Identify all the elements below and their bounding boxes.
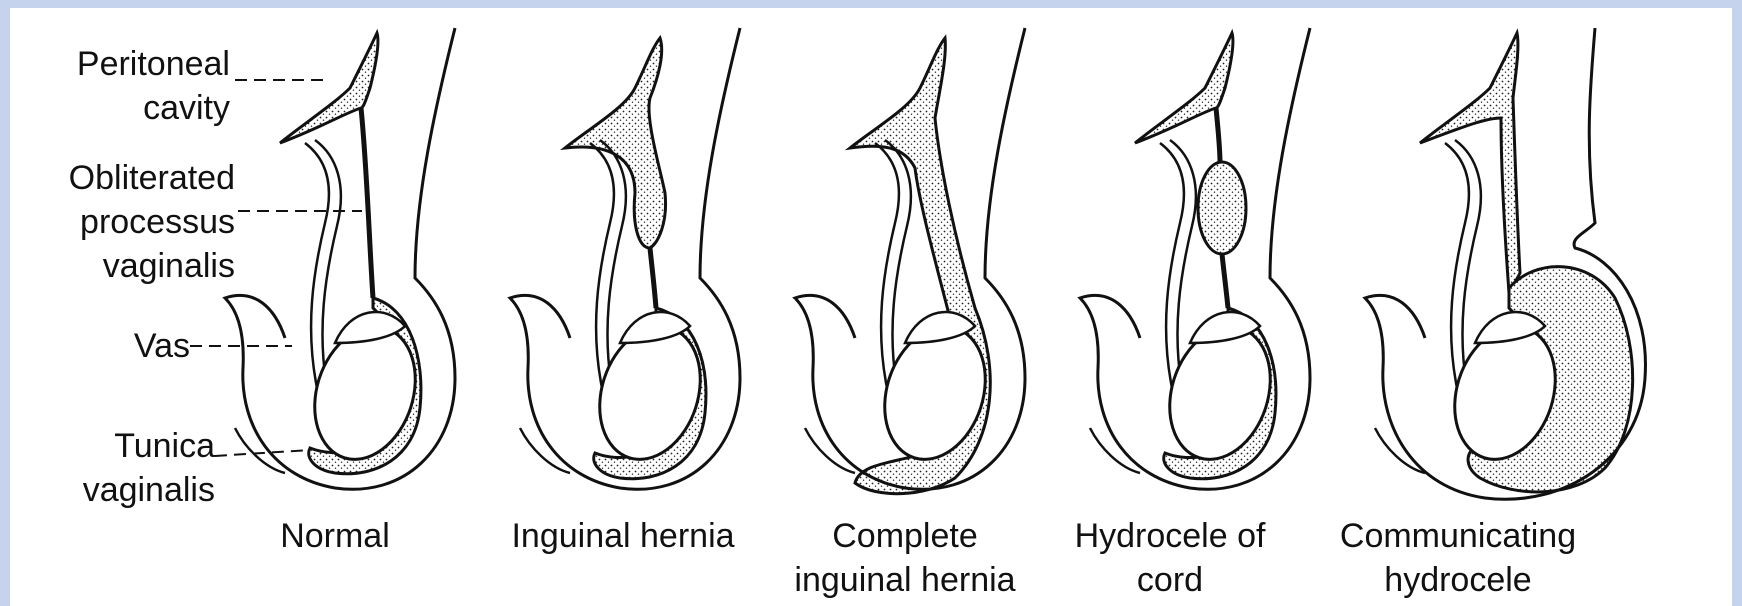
caption-inguinal-hernia-text: Inguinal hernia bbox=[511, 517, 734, 555]
panel-communicating-hydrocele bbox=[1365, 28, 1645, 499]
label-vas: Vas bbox=[80, 324, 190, 368]
leader-tunica bbox=[215, 450, 310, 456]
panel-normal bbox=[225, 28, 455, 489]
label-tunica-vaginalis: Tunica vaginalis bbox=[30, 424, 215, 512]
label-obliterated-processus: Obliterated processus vaginalis bbox=[20, 156, 235, 288]
label-peritoneal-cavity-text: Peritoneal cavity bbox=[77, 45, 230, 127]
panel-inguinal-hernia bbox=[510, 28, 740, 489]
diagram-frame: Peritoneal cavity Obliterated processus … bbox=[10, 8, 1732, 606]
caption-complete-hernia: Complete inguinal hernia bbox=[775, 514, 1035, 602]
label-tunica-vaginalis-text: Tunica vaginalis bbox=[83, 427, 215, 509]
caption-normal-text: Normal bbox=[280, 517, 390, 555]
caption-complete-hernia-text: Complete inguinal hernia bbox=[794, 517, 1015, 599]
caption-communicating-hydrocele: Communicating hydrocele bbox=[1308, 514, 1608, 602]
caption-hydrocele-of-cord-text: Hydrocele of cord bbox=[1075, 517, 1266, 599]
label-obliterated-processus-text: Obliterated processus vaginalis bbox=[69, 159, 235, 285]
caption-inguinal-hernia: Inguinal hernia bbox=[478, 514, 768, 558]
label-peritoneal-cavity: Peritoneal cavity bbox=[30, 42, 230, 130]
panel-hydrocele-of-cord bbox=[1080, 28, 1310, 489]
caption-hydrocele-of-cord: Hydrocele of cord bbox=[1040, 514, 1300, 602]
caption-communicating-hydrocele-text: Communicating hydrocele bbox=[1340, 517, 1576, 599]
caption-normal: Normal bbox=[250, 514, 420, 558]
panel-complete-hernia bbox=[795, 28, 1025, 494]
label-vas-text: Vas bbox=[134, 327, 190, 365]
